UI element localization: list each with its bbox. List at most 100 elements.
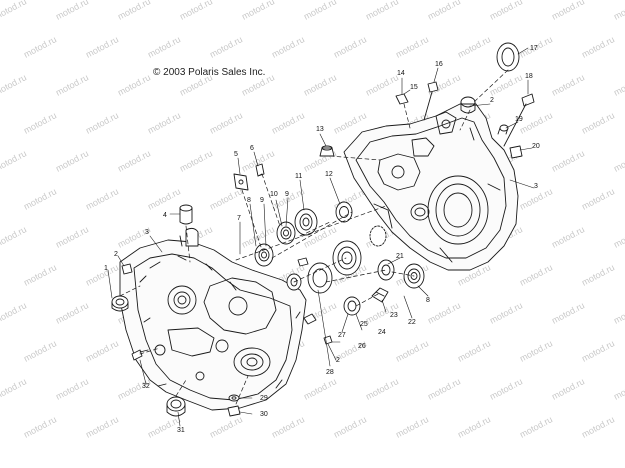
- seal-17: [496, 42, 520, 72]
- bolt-18: [503, 93, 535, 147]
- callout-20: 20: [532, 143, 540, 150]
- watermark-text: motod.ru: [208, 110, 244, 136]
- callout-7: 7: [237, 215, 241, 222]
- callout-22: 22: [408, 319, 416, 326]
- watermark-text: motod.ru: [270, 34, 306, 60]
- watermark-text: motod.ru: [488, 376, 524, 402]
- bearing-12: [335, 201, 353, 223]
- watermark-text: motod.ru: [116, 72, 152, 98]
- watermark-text: motod.ru: [178, 148, 214, 174]
- watermark-text: motod.ru: [550, 376, 586, 402]
- watermark-text: motod.ru: [580, 414, 616, 440]
- watermark-text: motod.ru: [208, 414, 244, 440]
- watermark-text: motod.ru: [456, 414, 492, 440]
- watermark-text: motod.ru: [364, 0, 400, 22]
- assembly-lines: [119, 69, 509, 405]
- watermark-text: motod.ru: [22, 34, 58, 60]
- plug-13: [319, 145, 335, 157]
- watermark-text: motod.ru: [146, 186, 182, 212]
- watermark-text: motod.ru: [302, 72, 338, 98]
- watermark-text: motod.ru: [302, 0, 338, 22]
- callout-24: 24: [378, 329, 386, 336]
- watermark-text: motod.ru: [54, 72, 90, 98]
- watermark-text: motod.ru: [84, 414, 120, 440]
- ring-21: [369, 225, 387, 247]
- watermark-text: motod.ru: [0, 148, 28, 174]
- watermark-text: motod.ru: [116, 0, 152, 22]
- callout-19: 19: [515, 116, 523, 123]
- leader-lines: [107, 47, 535, 427]
- watermark-text: motod.ru: [612, 224, 625, 250]
- watermark-text: motod.ru: [22, 262, 58, 288]
- seal-25: [343, 296, 361, 316]
- watermark-text: motod.ru: [208, 34, 244, 60]
- watermark-text: motod.ru: [550, 0, 586, 22]
- washer-29: [228, 394, 240, 402]
- callout-25: 25: [360, 321, 368, 328]
- bushing-2: [460, 96, 476, 114]
- callout-17: 17: [530, 45, 538, 52]
- watermark-text: motod.ru: [0, 72, 28, 98]
- watermark-text: motod.ru: [22, 110, 58, 136]
- callout-14: 14: [397, 70, 405, 77]
- bolt-16: [423, 81, 439, 121]
- callout-18: 18: [525, 73, 533, 80]
- pin-2-left: [121, 263, 133, 275]
- bearing-21: [377, 259, 395, 281]
- watermark-text: motod.ru: [394, 414, 430, 440]
- dowel-1: [111, 295, 129, 312]
- fitting-20: [509, 145, 523, 159]
- watermark-text: motod.ru: [364, 376, 400, 402]
- watermark-text: motod.ru: [394, 34, 430, 60]
- watermark-text: motod.ru: [612, 148, 625, 174]
- callout-6: 6: [250, 145, 254, 152]
- screw-32: [131, 349, 149, 361]
- watermark-text: motod.ru: [146, 34, 182, 60]
- callout-11: 11: [295, 173, 302, 180]
- watermark-text: motod.ru: [612, 376, 625, 402]
- right-crankcase-half: [343, 103, 519, 271]
- watermark-text: motod.ru: [518, 186, 554, 212]
- watermark-text: motod.ru: [550, 300, 586, 326]
- callout-8-right: 8: [426, 297, 430, 304]
- callout-2: 2: [114, 251, 118, 258]
- watermark-text: motod.ru: [518, 110, 554, 136]
- shaft-23: [371, 287, 389, 303]
- watermark-text: motod.ru: [54, 0, 90, 22]
- callout-16: 16: [435, 61, 443, 68]
- watermark-text: motod.ru: [54, 148, 90, 174]
- watermark-text: motod.ru: [84, 338, 120, 364]
- watermark-text: motod.ru: [116, 148, 152, 174]
- bearing-11: [294, 208, 318, 236]
- watermark-text: motod.ru: [0, 300, 28, 326]
- watermark-text: motod.ru: [580, 186, 616, 212]
- drain-plug-31: [166, 396, 186, 417]
- plug-mid: [297, 257, 309, 267]
- callout-10: 10: [270, 191, 278, 198]
- watermark-text: motod.ru: [612, 300, 625, 326]
- watermark-text: motod.ru: [146, 110, 182, 136]
- seal-28: [307, 262, 333, 294]
- watermark-text: motod.ru: [580, 110, 616, 136]
- callout-32: 32: [142, 383, 150, 390]
- watermark-text: motod.ru: [612, 72, 625, 98]
- watermark-text: motod.ru: [580, 34, 616, 60]
- dowel-4: [179, 204, 193, 225]
- watermark-text: motod.ru: [426, 376, 462, 402]
- bearing-9-upper: [254, 243, 274, 267]
- callout-1: 1: [104, 265, 108, 272]
- callout-9b: 9: [285, 191, 289, 198]
- watermark-text: motod.ru: [54, 376, 90, 402]
- watermark-text: motod.ru: [0, 376, 28, 402]
- watermark-text: motod.ru: [580, 338, 616, 364]
- watermark-text: motod.ru: [550, 224, 586, 250]
- watermark-text: motod.ru: [332, 414, 368, 440]
- bolt-6: [255, 163, 265, 177]
- watermark-text: motod.ru: [240, 224, 276, 250]
- callout-21: 21: [396, 253, 404, 260]
- callout-3-right: 3: [534, 183, 538, 190]
- watermark-text: motod.ru: [270, 414, 306, 440]
- callout-3: 3: [145, 229, 149, 236]
- plug-27: [303, 313, 317, 325]
- watermark-text: motod.ru: [580, 262, 616, 288]
